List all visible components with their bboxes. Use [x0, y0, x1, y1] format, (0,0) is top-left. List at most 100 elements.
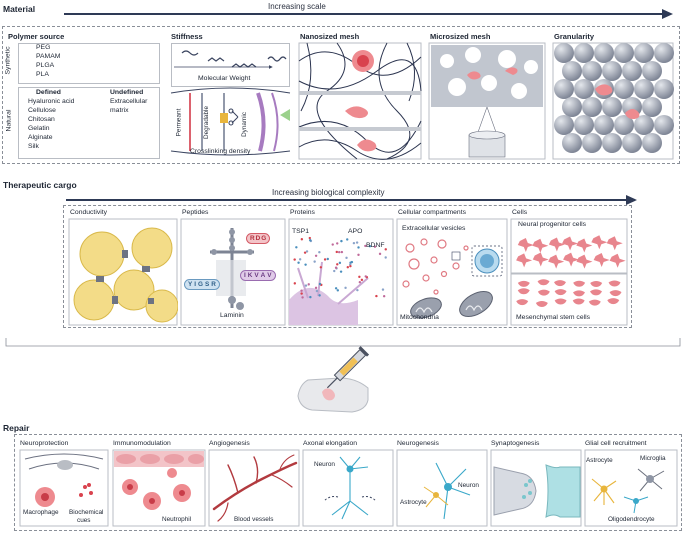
- granule: [554, 79, 574, 99]
- protein-dot: [319, 266, 323, 269]
- tsp1-label: TSP1: [292, 228, 309, 235]
- macrophage-label: Macrophage: [23, 509, 59, 516]
- repair-frame: [14, 434, 682, 531]
- protein-dot: [300, 292, 303, 295]
- residue: Y: [188, 281, 193, 288]
- protein-dot: [378, 252, 382, 256]
- granule: [654, 79, 674, 99]
- conductivity-illustration: [68, 218, 178, 326]
- complexity-arrowhead: [626, 195, 637, 205]
- granule: [634, 43, 654, 63]
- msc-cell: [554, 298, 567, 305]
- protein-dot: [368, 244, 372, 248]
- protein-dot: [355, 241, 359, 244]
- residue: V: [254, 272, 259, 279]
- protein-dot: [318, 282, 322, 286]
- granule: [654, 43, 674, 63]
- msc-cell: [607, 298, 620, 305]
- defined-item: Silk: [28, 143, 39, 150]
- npc-cell: [532, 252, 549, 267]
- granule: [634, 79, 654, 99]
- granule: [594, 43, 614, 63]
- granularity-panel: Granularity: [551, 31, 675, 160]
- synaptogenesis-panel: Synaptogenesis: [490, 439, 582, 527]
- protein-dot: [375, 294, 378, 298]
- angiogenesis-panel: Angiogenesis Blood vessels: [208, 439, 300, 527]
- residue: R: [250, 235, 255, 242]
- glial-microglia-label: Microglia: [640, 455, 666, 462]
- proteins-title: Proteins: [290, 209, 315, 216]
- conductivity-title: Conductivity: [70, 209, 108, 216]
- protein-dot: [293, 258, 296, 261]
- degradable-label: Degradable: [203, 105, 211, 140]
- granule: [654, 115, 674, 135]
- axonal-title: Axonal elongation: [303, 440, 358, 447]
- synthetic-label: Synthetic: [4, 46, 12, 75]
- msc-cell: [517, 280, 530, 287]
- axonal-illustration: [302, 449, 394, 527]
- granule: [614, 43, 634, 63]
- protein-dot: [295, 246, 298, 249]
- neurogenesis-panel: Neurogenesis Neuron Astrocyte: [396, 439, 488, 527]
- protein-dot: [308, 239, 312, 242]
- residue: S: [205, 281, 210, 288]
- material-frame: [2, 26, 680, 164]
- protein-dot: [298, 258, 302, 261]
- protein-dot: [307, 283, 310, 286]
- granule: [562, 97, 582, 117]
- protein-dot: [357, 253, 360, 257]
- msc-cell: [573, 280, 586, 287]
- glial-astrocyte-label: Astrocyte: [586, 457, 613, 464]
- protein-dot: [346, 266, 349, 269]
- laminin-illustration: [180, 218, 286, 326]
- npc-cell: [606, 236, 623, 251]
- protein-dot: [349, 264, 352, 268]
- neuroprotection-title: Neuroprotection: [20, 440, 69, 447]
- neurogenesis-astrocyte-label: Astrocyte: [400, 499, 427, 506]
- angiogenesis-title: Angiogenesis: [209, 440, 250, 447]
- protein-dot: [384, 248, 387, 251]
- residue: I: [194, 281, 197, 288]
- msc-cell: [537, 289, 550, 296]
- protein-dot: [360, 278, 364, 282]
- protein-dot: [334, 287, 338, 290]
- msc-cell: [553, 280, 566, 287]
- protein-dot: [305, 250, 309, 253]
- compartments-panel: Cellular compartments Extracellular vesi…: [396, 208, 508, 326]
- synthetic-item: PLA: [36, 71, 49, 78]
- npc-cell: [548, 237, 565, 252]
- nanosized-panel: Nanosized mesh: [297, 31, 423, 160]
- protein-dot: [340, 239, 343, 243]
- protein-dot: [382, 294, 386, 298]
- npc-cell: [532, 238, 549, 253]
- granule: [642, 97, 662, 117]
- protein-dot: [314, 286, 318, 290]
- granule: [602, 97, 622, 117]
- protein-dot: [336, 263, 339, 266]
- granule: [562, 133, 582, 153]
- rdg-sequence: R D G: [246, 233, 271, 244]
- protein-dot: [308, 236, 311, 240]
- peptides-panel: Peptides R D G Y I G S R I K V A V Lamin…: [180, 208, 286, 326]
- neuroprotection-panel: Neuroprotection Macrophage Biochemical c…: [19, 439, 109, 527]
- peptides-title: Peptides: [182, 209, 209, 216]
- granule: [602, 61, 622, 81]
- granule: [562, 61, 582, 81]
- defined-item: Hyaluronic acid: [28, 98, 75, 105]
- granule: [622, 133, 642, 153]
- protein-dot: [297, 261, 300, 264]
- bdnf-label: BDNF: [366, 242, 385, 249]
- protein-dot: [340, 250, 344, 254]
- protein-dot: [381, 288, 385, 291]
- npc-cell: [576, 238, 593, 253]
- microsized-mesh-illustration: [428, 42, 546, 160]
- msc-cell: [554, 289, 567, 296]
- protein-dot: [309, 295, 312, 299]
- protein-dot: [358, 275, 361, 279]
- protein-dot: [344, 286, 347, 290]
- permeant-label: Permeant: [175, 108, 183, 137]
- protein-dot: [356, 288, 359, 292]
- msc-cell: [608, 280, 621, 287]
- residue: R: [211, 281, 216, 288]
- protein-dot: [301, 296, 304, 299]
